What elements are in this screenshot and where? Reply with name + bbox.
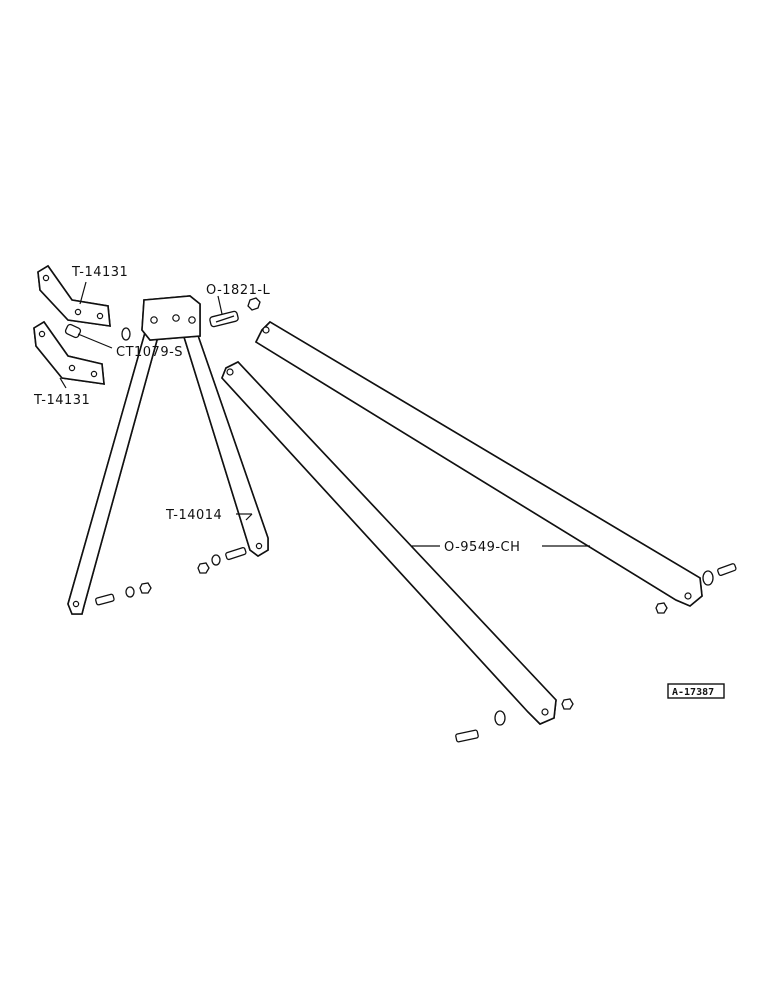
brace-bar-lower: [221, 361, 557, 725]
spacer-part: [64, 323, 131, 341]
leader-lines: [59, 281, 590, 547]
label-pin: O-1821-L: [206, 283, 271, 298]
hardware-upper-brace-end: [655, 563, 737, 614]
hardware-lower-brace-end: [455, 698, 574, 743]
label-a-frame: T-14014: [165, 508, 222, 523]
a-frame: [67, 295, 269, 615]
hardware-left-foot: [95, 582, 152, 606]
drawing-reference: A-17387: [667, 683, 725, 699]
bracket-upper: [37, 264, 111, 327]
label-spacer: CT1079-S: [116, 345, 183, 360]
label-brace: O-9549-CH: [444, 540, 520, 555]
bracket-lower: [33, 320, 105, 385]
label-bracket-lower: T-14131: [33, 393, 90, 408]
label-bracket-upper: T-14131: [71, 265, 128, 280]
hardware-right-foot: [197, 546, 247, 574]
pin-part: [209, 297, 261, 328]
drawing-reference-text: A-17387: [672, 687, 714, 698]
brace-bar-upper: [254, 320, 703, 607]
